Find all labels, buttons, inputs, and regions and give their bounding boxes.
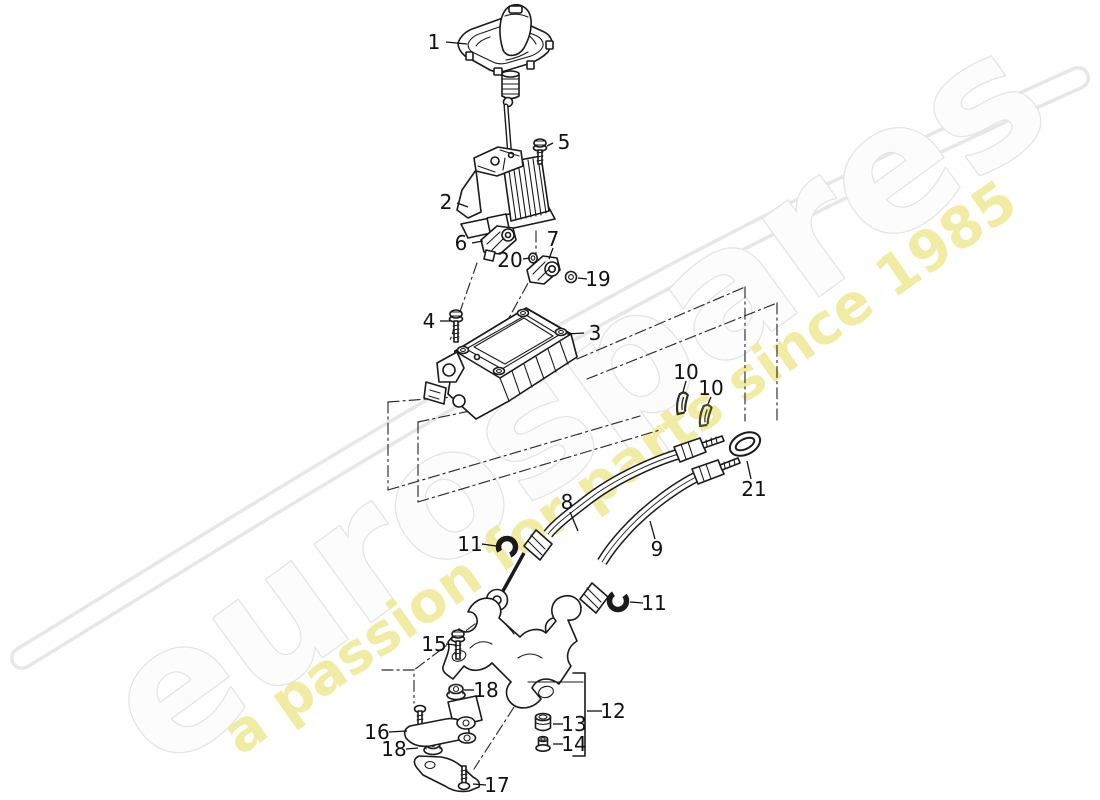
leader-line [522,257,531,260]
part-screw-4[interactable] [448,309,464,343]
watermark-brand: eurospares [67,0,1084,800]
leader-line [569,511,579,532]
part-housing-3[interactable] [423,307,578,420]
part-label-19[interactable]: 19 [577,267,611,291]
leader-line [445,643,457,646]
part-number: 18 [473,678,498,702]
part-number: 20 [497,248,522,272]
leader-line [472,783,487,786]
leader-line [548,247,554,260]
part-number: 1 [428,30,441,54]
brand-watermark-text: eurospares [68,0,1082,800]
leader-line [456,202,469,208]
part-label-11[interactable]: 11 [457,532,497,556]
part-number: 9 [651,537,664,561]
part-number: 8 [561,490,574,514]
part-number: 15 [421,632,446,656]
leader-line [629,601,644,604]
part-label-11[interactable]: 11 [629,591,667,615]
part-screw-15[interactable] [450,629,466,660]
part-label-5[interactable]: 5 [546,130,571,154]
part-fork-clip-10a[interactable] [675,391,689,416]
part-shifter-mechanism[interactable] [456,146,556,239]
part-label-21[interactable]: 21 [741,460,767,501]
part-bushing-14[interactable] [535,735,551,752]
part-number: 14 [561,732,586,756]
part-number: 7 [547,227,560,251]
part-label-6[interactable]: 6 [455,231,484,255]
part-cable-8[interactable] [485,435,725,612]
part-nut-18a[interactable] [446,683,466,701]
part-oring-21[interactable] [726,428,764,461]
part-cclip-11b[interactable] [606,589,630,613]
leader-line [445,41,468,45]
part-number: 5 [558,130,571,154]
part-number: 6 [455,231,468,255]
part-bushing-13[interactable] [534,712,552,732]
part-number: 10 [698,376,723,400]
part-number: 18 [381,737,406,761]
part-label-8[interactable]: 8 [561,490,579,532]
part-number: 4 [423,309,436,333]
leader-line [746,460,752,480]
part-label-13[interactable]: 13 [553,712,587,736]
part-shift-knob-and-boot[interactable] [457,4,554,161]
part-washer-19[interactable] [564,270,578,284]
part-label-16[interactable]: 16 [364,720,408,744]
leader-line [546,142,554,147]
part-label-1[interactable]: 1 [428,30,468,54]
part-label-20[interactable]: 20 [497,248,531,272]
part-label-17[interactable]: 17 [472,773,510,797]
leader-line [649,520,656,540]
leader-line [577,277,588,280]
part-number: 17 [484,773,509,797]
part-number: 13 [561,712,586,736]
part-cable-end-7[interactable] [526,255,561,285]
leader-line [566,332,585,335]
part-lever-17[interactable] [413,755,481,793]
part-group-12-bracket [527,672,586,757]
part-label-18[interactable]: 18 [464,678,499,702]
part-number: 11 [457,532,482,556]
part-label-3[interactable]: 3 [566,321,602,345]
part-number: 2 [440,190,453,214]
part-label-2[interactable]: 2 [440,190,469,214]
leader-line [481,543,497,547]
part-label-10[interactable]: 10 [673,360,699,393]
leader-line [707,396,712,405]
part-lever-16[interactable] [403,695,483,748]
leader-line [682,380,687,393]
part-label-9[interactable]: 9 [649,520,664,561]
leader-line [405,747,419,750]
part-cable-end-6[interactable] [480,225,517,262]
part-label-18[interactable]: 18 [381,737,419,761]
part-number: 11 [641,591,666,615]
part-number: 12 [600,699,625,723]
part-label-15[interactable]: 15 [421,632,457,656]
part-number: 21 [741,477,766,501]
part-label-4[interactable]: 4 [423,309,450,333]
part-label-14[interactable]: 14 [553,732,587,756]
part-number: 3 [589,321,602,345]
leader-line [471,240,484,244]
part-number: 16 [364,720,389,744]
part-label-12[interactable]: 12 [587,699,626,723]
part-number: 19 [585,267,610,291]
part-label-10[interactable]: 10 [698,376,724,405]
gear-knob [499,4,532,57]
part-fork-clip-10b[interactable] [698,403,713,428]
part-screw-5[interactable] [532,138,548,165]
part-cclip-11a[interactable] [495,535,519,559]
part-number: 10 [673,360,698,384]
leader-line [388,730,408,733]
part-label-7[interactable]: 7 [547,227,560,260]
